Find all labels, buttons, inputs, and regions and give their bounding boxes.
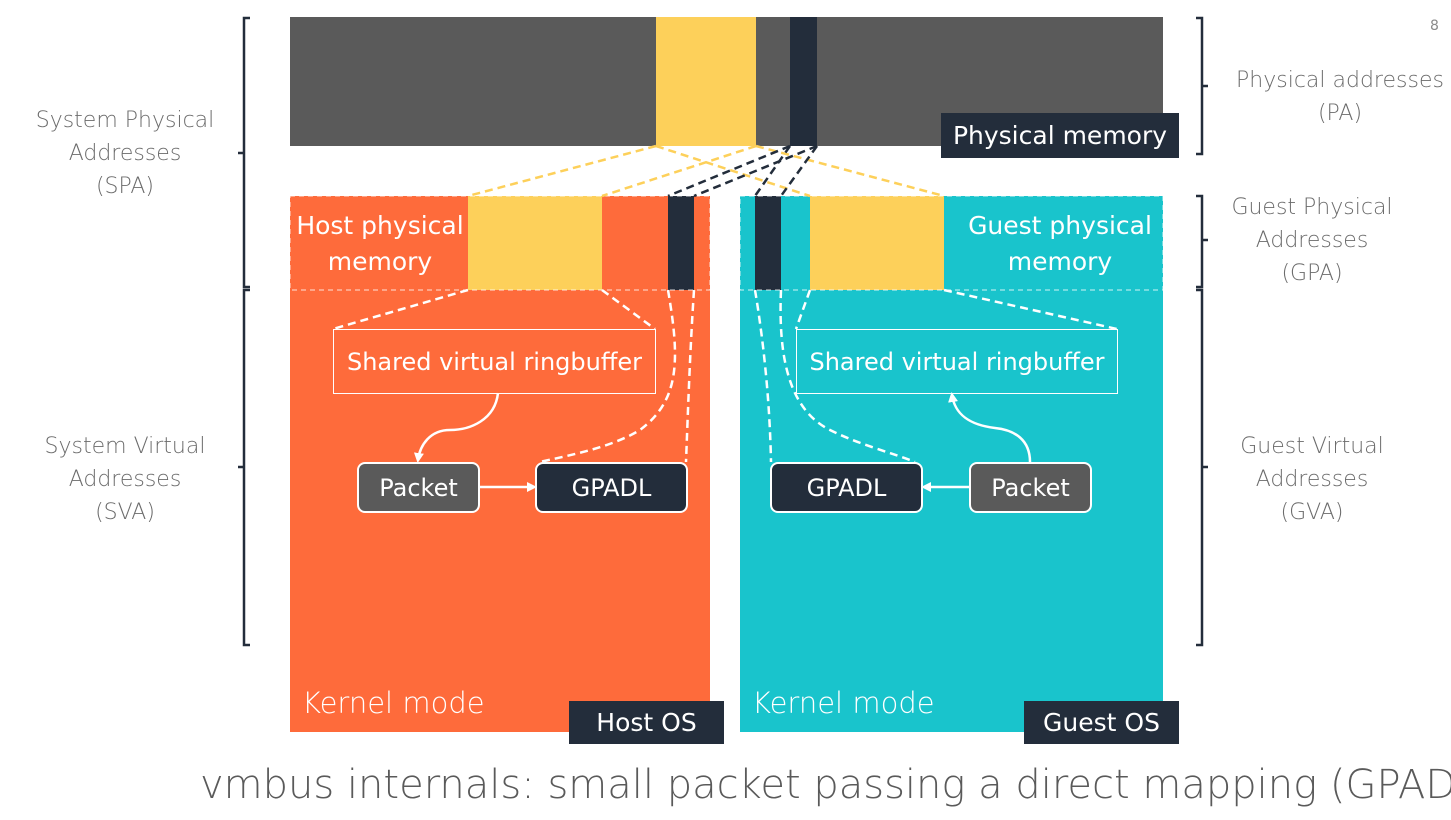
bracket-spa xyxy=(238,16,250,289)
guest-packet-node: Packet xyxy=(969,462,1092,513)
host-ring-map-line xyxy=(601,288,656,331)
guest-packet-to-ring-arrow xyxy=(948,392,1032,463)
host-gpadl-page xyxy=(668,196,694,290)
pa-label: Physical addresses (PA) xyxy=(1236,68,1444,126)
map-line-yellow xyxy=(655,144,811,198)
host-os-tag: Host OS xyxy=(569,701,724,744)
map-line-yellow xyxy=(467,144,657,198)
host-physical-memory-label: Host physical memory xyxy=(296,211,464,276)
host-gpadl-node: GPADL xyxy=(535,462,688,513)
map-line-dark xyxy=(667,144,791,198)
physical-memory-tag: Physical memory xyxy=(941,113,1179,158)
host-packet-node: Packet xyxy=(357,462,480,513)
map-line-dark xyxy=(779,145,819,197)
host-gpadl-map-line xyxy=(539,289,677,464)
physical-gpadl-page xyxy=(790,17,817,146)
guest-ring-map-line xyxy=(794,289,812,330)
guest-gpadl-node: GPADL xyxy=(770,462,923,513)
host-ring-to-packet-arrow xyxy=(413,392,500,463)
map-line-yellow xyxy=(601,144,757,198)
bracket-gpa xyxy=(1196,194,1208,289)
guest-gpadl-page xyxy=(755,196,781,290)
guest-ring-map-line xyxy=(943,288,1118,331)
map-line-dark xyxy=(693,144,818,198)
host-kernel-mode-label: Kernel mode xyxy=(302,686,485,720)
spa-label: System Physical Addresses (SPA) xyxy=(35,108,215,199)
gpa-label: Guest Physical Addresses (GPA) xyxy=(1231,195,1393,286)
physical-shared-page xyxy=(656,17,756,146)
guest-kernel-mode-label: Kernel mode xyxy=(752,686,935,720)
guest-physical-memory-label: Guest physical memory xyxy=(968,211,1152,276)
guest-shared-page xyxy=(810,196,944,290)
guest-shared-ringbuffer: Shared virtual ringbuffer xyxy=(796,329,1118,394)
bracket-sva xyxy=(238,288,250,647)
slide-title: vmbus internals: small packet passing a … xyxy=(200,762,1451,808)
slide-number: 8 xyxy=(1430,18,1439,34)
map-line-dark xyxy=(753,145,792,197)
guest-gpadl-map-line xyxy=(753,289,773,463)
host-physical-box-outline xyxy=(289,195,711,291)
bracket-pa xyxy=(1196,16,1208,156)
host-shared-ringbuffer: Shared virtual ringbuffer xyxy=(333,329,656,394)
gva-label: Guest Virtual Addresses (GVA) xyxy=(1240,434,1384,525)
sva-label: System Virtual Addresses (SVA) xyxy=(44,434,206,525)
guest-os-tag: Guest OS xyxy=(1024,701,1179,744)
host-shared-page xyxy=(468,196,602,290)
host-gpadl-map-line xyxy=(684,289,696,463)
host-ring-map-line xyxy=(332,288,469,331)
map-line-yellow xyxy=(755,144,945,198)
guest-physical-box-outline xyxy=(739,195,1164,291)
bracket-gva xyxy=(1196,288,1208,647)
